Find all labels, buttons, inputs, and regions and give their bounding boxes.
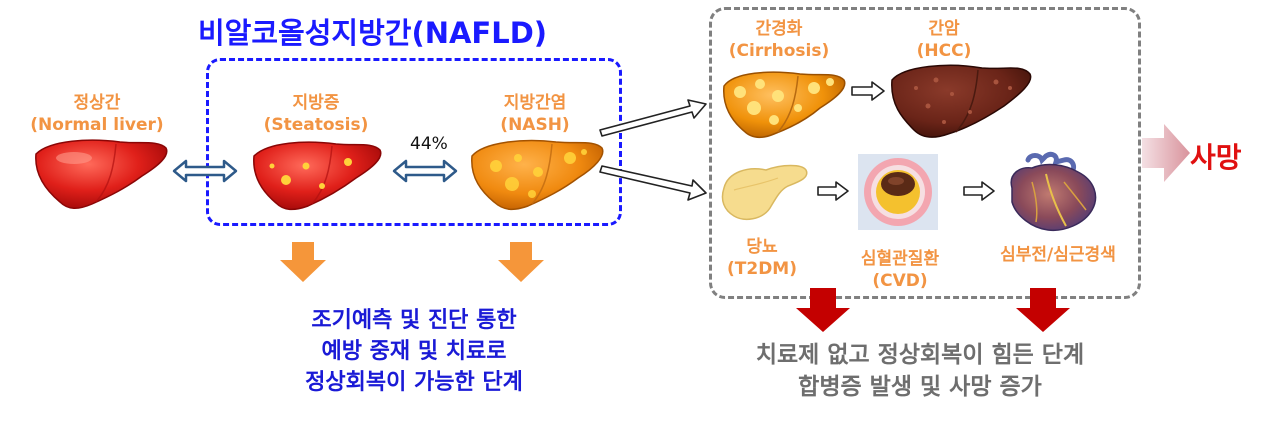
hcc-label-en: (HCC) xyxy=(916,41,972,61)
t2dm-label-en: (T2DM) xyxy=(727,259,797,279)
down-arrow-icon xyxy=(280,242,326,282)
down-arrow-icon xyxy=(1016,288,1070,332)
late-stage-note-line: 합병증 발생 및 사망 증가 xyxy=(798,374,1042,400)
steatosis-label-en: (Steatosis) xyxy=(263,115,369,135)
t2dm-label: 당뇨 (T2DM) xyxy=(722,236,802,280)
progression-rate-label: 44% xyxy=(410,134,448,154)
pancreas-icon xyxy=(721,164,808,221)
heart-failure-label: 심부전/심근경색 xyxy=(1000,245,1116,265)
early-stage-note: 조기예측 및 진단 통한 예방 중재 및 치료로 정상회복이 가능한 단계 xyxy=(236,305,592,398)
down-arrow-icon xyxy=(498,242,544,282)
nash-label-en: (NASH) xyxy=(500,115,570,135)
late-stage-note: 치료제 없고 정상회복이 힘든 단계 합병증 발생 및 사망 증가 xyxy=(700,339,1140,403)
heart-icon xyxy=(1010,151,1097,232)
cirrhosis-label: 간경화 (Cirrhosis) xyxy=(720,18,838,62)
early-stage-note-line: 예방 중재 및 치료로 xyxy=(321,339,507,364)
hcc-liver-icon xyxy=(891,64,1032,138)
cvd-label: 심혈관질환 (CVD) xyxy=(840,248,960,292)
outcome-arrow-icon xyxy=(1142,124,1190,182)
cvd-label-en: (CVD) xyxy=(872,271,928,291)
outcome-label: 사망 xyxy=(1190,141,1242,174)
normal-liver-label-ko: 정상간 xyxy=(73,93,121,113)
diagram-title: 비알코올성지방간(NAFLD) xyxy=(198,16,548,50)
steatosis-label: 지방증 (Steatosis) xyxy=(246,92,386,136)
nash-label-ko: 지방간염 xyxy=(503,93,567,113)
cirrhosis-label-ko: 간경화 xyxy=(755,19,803,39)
normal-liver-label: 정상간 (Normal liver) xyxy=(22,92,172,136)
cirrhosis-label-en: (Cirrhosis) xyxy=(728,41,830,61)
normal-liver-icon xyxy=(35,139,168,209)
cirrhosis-liver-icon xyxy=(723,71,846,139)
complications-group-box xyxy=(709,7,1141,299)
double-arrow-icon xyxy=(172,159,238,183)
nash-label: 지방간염 (NASH) xyxy=(470,92,600,136)
early-stage-note-line: 정상회복이 가능한 단계 xyxy=(305,370,523,395)
normal-liver-label-en: (Normal liver) xyxy=(30,115,164,135)
hcc-label-ko: 간암 xyxy=(928,19,960,39)
down-arrow-icon xyxy=(796,288,850,332)
hcc-label: 간암 (HCC) xyxy=(892,18,996,62)
artery-cross-section-icon xyxy=(858,154,938,230)
steatosis-label-ko: 지방증 xyxy=(292,93,340,113)
cvd-label-ko: 심혈관질환 xyxy=(860,249,940,269)
early-stage-note-line: 조기예측 및 진단 통한 xyxy=(311,308,517,333)
late-stage-note-line: 치료제 없고 정상회복이 힘든 단계 xyxy=(755,342,1085,368)
arrow-right-icon xyxy=(963,181,995,201)
nafld-group-box xyxy=(206,58,622,226)
double-arrow-icon xyxy=(392,159,458,183)
progression-arrows-icon xyxy=(599,99,707,201)
t2dm-label-ko: 당뇨 xyxy=(746,237,778,257)
arrow-right-icon xyxy=(851,81,885,101)
arrow-right-icon xyxy=(817,181,849,201)
nash-liver-icon xyxy=(471,139,604,211)
steatosis-liver-icon xyxy=(253,141,382,211)
